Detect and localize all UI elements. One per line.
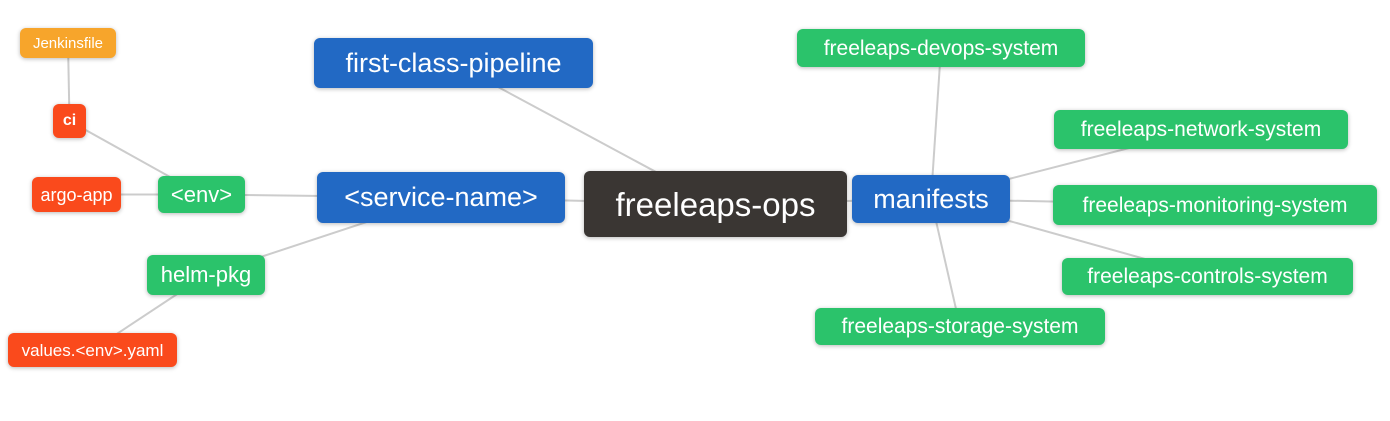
node-label: first-class-pipeline (345, 47, 562, 78)
node-label: <service-name> (344, 182, 538, 212)
node-monitoring-system[interactable]: freeleaps-monitoring-system (1053, 185, 1377, 225)
node-label: freeleaps-ops (615, 185, 816, 223)
node-ci[interactable]: ci (53, 104, 86, 138)
node-helm-pkg[interactable]: helm-pkg (147, 255, 265, 295)
node-label: freeleaps-storage-system (841, 315, 1079, 338)
node-label: Jenkinsfile (32, 34, 104, 52)
node-manifests[interactable]: manifests (852, 175, 1010, 223)
node-service-name[interactable]: <service-name> (317, 172, 565, 223)
node-label: helm-pkg (160, 262, 252, 287)
node-freeleaps-ops[interactable]: freeleaps-ops (584, 171, 847, 237)
node-label: manifests (873, 183, 989, 214)
node-env[interactable]: <env> (158, 176, 245, 213)
node-label: argo-app (40, 184, 113, 205)
node-storage-system[interactable]: freeleaps-storage-system (815, 308, 1105, 345)
node-argo-app[interactable]: argo-app (32, 177, 121, 212)
node-devops-system[interactable]: freeleaps-devops-system (797, 29, 1085, 67)
node-label: freeleaps-network-system (1080, 118, 1322, 141)
edge-manifests-devops-system (930, 47, 942, 200)
node-label: ci (62, 112, 77, 129)
node-first-class-pipeline[interactable]: first-class-pipeline (314, 38, 593, 88)
node-label: <env> (170, 181, 233, 207)
node-network-system[interactable]: freeleaps-network-system (1054, 110, 1348, 149)
node-label: freeleaps-controls-system (1087, 265, 1328, 288)
node-label: freeleaps-monitoring-system (1082, 193, 1348, 217)
node-label: values.<env>.yaml (21, 340, 164, 360)
node-jenkinsfile[interactable]: Jenkinsfile (20, 28, 116, 58)
node-label: freeleaps-devops-system (823, 36, 1059, 60)
node-values-env-yaml[interactable]: values.<env>.yaml (8, 333, 177, 367)
node-controls-system[interactable]: freeleaps-controls-system (1062, 258, 1353, 295)
